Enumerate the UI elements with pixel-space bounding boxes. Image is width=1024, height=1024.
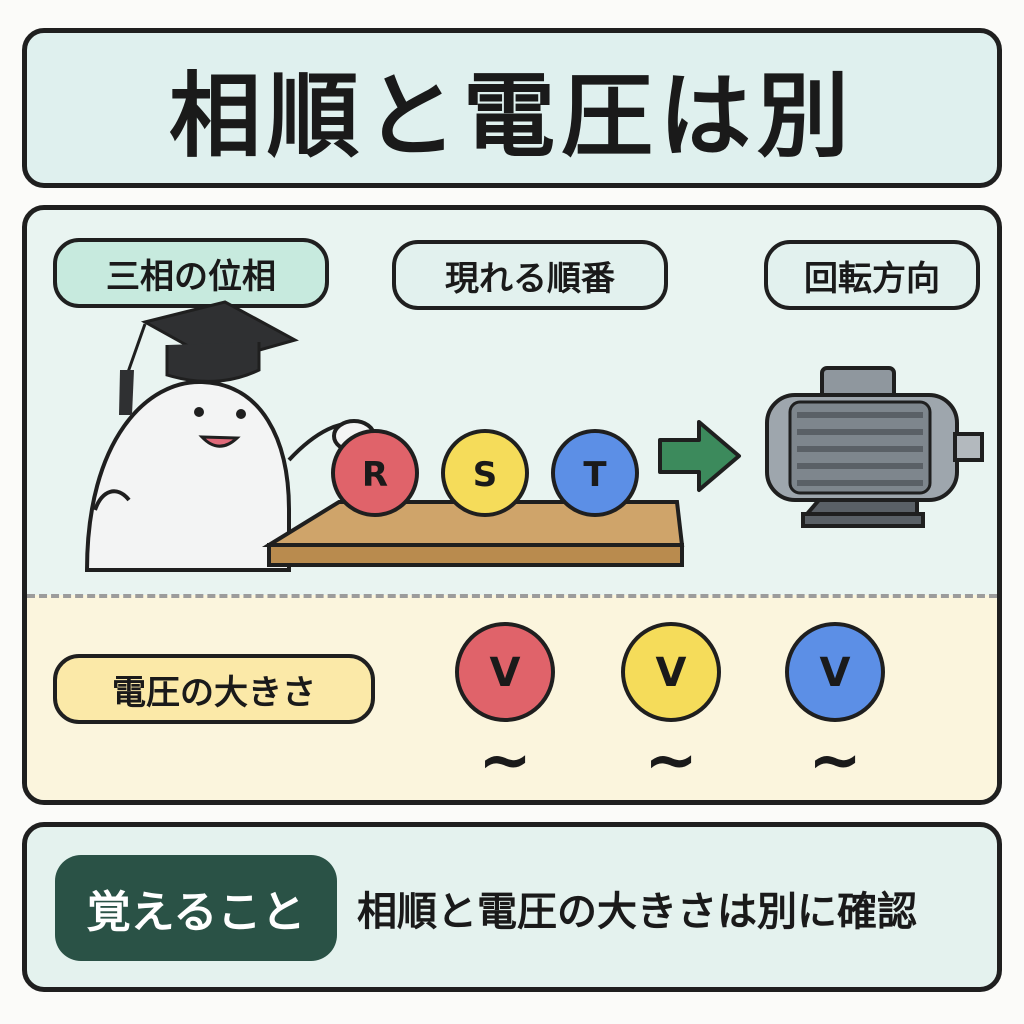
voltage-ball: V~ [785,622,885,798]
label-rotation-direction: 回転方向 [764,240,980,310]
phase-letter: T [583,455,607,495]
voltage-letter: V [820,650,851,696]
section-divider [27,594,997,598]
title-banner: 相順と電圧は別 [22,28,1002,188]
voltage-ball: V~ [455,622,555,798]
phase-letter: R [362,455,388,495]
electric-motor-icon [765,366,984,528]
phase-ball-r: R [331,429,419,517]
ac-wave-icon: ~ [478,724,532,798]
phase-balls: R S T [331,429,639,517]
voltage-ball: V~ [621,622,721,798]
voltage-balls: V~V~V~ [455,622,885,798]
phase-letter: S [473,455,498,495]
phase-ball-t: T [551,429,639,517]
phase-ball-s: S [441,429,529,517]
memo-text: 相順と電圧の大きさは別に確認 [357,889,917,935]
ac-wave-icon: ~ [644,724,698,798]
label-appearance-order: 現れる順番 [392,240,668,310]
label-voltage-magnitude: 電圧の大きさ [53,654,375,724]
page-title: 相順と電圧は別 [168,62,855,170]
memo-panel: 覚えること 相順と電圧の大きさは別に確認 [22,822,1002,992]
voltage-letter: V [656,650,687,696]
memo-badge: 覚えること [55,855,337,961]
voltage-letter: V [490,650,521,696]
label-three-phase: 三相の位相 [53,238,329,308]
concept-panel: 三相の位相 現れる順番 回転方向 電圧の大きさ R S T [22,205,1002,805]
right-arrow-icon [658,420,741,492]
ac-wave-icon: ~ [808,724,862,798]
